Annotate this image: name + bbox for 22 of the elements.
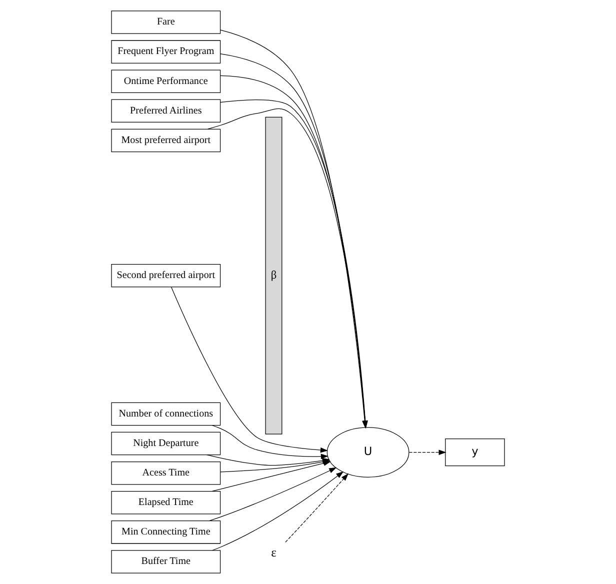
node-box: Fare <box>111 10 221 34</box>
arrow <box>212 460 332 492</box>
node-box: β <box>265 116 282 434</box>
arrow <box>408 450 446 455</box>
arrow <box>212 471 344 551</box>
node-box: y <box>445 438 505 466</box>
node-box: Second preferred airport <box>111 264 221 288</box>
arrow <box>212 425 328 460</box>
node-box: Number of connections <box>111 402 221 426</box>
node-text: ε <box>271 546 276 560</box>
arrow <box>208 467 337 522</box>
node-box: Min Connecting Time <box>111 520 221 544</box>
node-box: Acess Time <box>111 461 221 485</box>
arrow <box>171 286 328 453</box>
node-box: Ontime Performance <box>111 70 221 93</box>
node-box: Preferred Airlines <box>111 99 221 123</box>
node-box: Elapsed Time <box>111 491 221 514</box>
node-box: Buffer Time <box>111 550 221 574</box>
node-box: Frequent Flyer Program <box>111 40 221 64</box>
arrow <box>285 473 349 542</box>
node-box: Night Departure <box>111 432 221 456</box>
node-box: Most preferred airport <box>111 128 221 152</box>
